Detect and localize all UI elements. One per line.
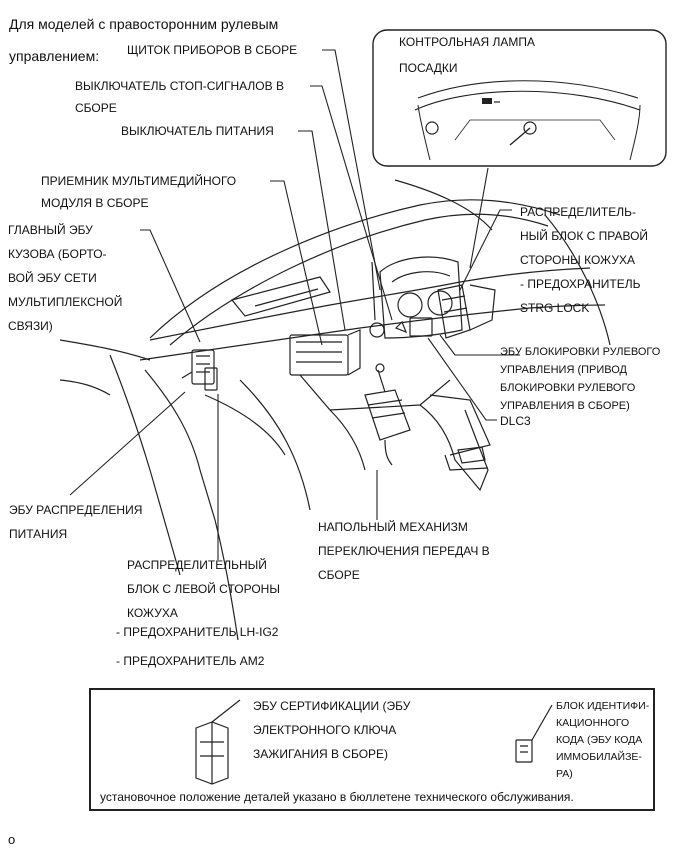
id-code-box-icon [515, 704, 553, 763]
title-line: управлением: [9, 48, 100, 64]
label-multimedia-receiver: ПРИЕМНИК МУЛЬТИМЕДИЙНОГО МОДУЛЯ В СБОРЕ [41, 170, 236, 214]
label-line: УПРАВЛЕНИЯ В СБОРЕ) [500, 400, 630, 412]
label-line: ЩИТОК ПРИБОРОВ В СБОРЕ [127, 43, 298, 57]
label-right-junction-block: РАСПРЕДЕЛИТЕЛЬ- НЫЙ БЛОК С ПРАВОЙ СТОРОН… [520, 200, 648, 320]
label-instrument-cluster: ЩИТОК ПРИБОРОВ В СБОРЕ [127, 39, 297, 61]
instrument-cluster-drawing [371, 256, 463, 339]
label-line: - ПРЕДОХРАНИТЕЛЬ LH-IG2 [116, 625, 279, 639]
label-steering-lock-ecu: ЭБУ БЛОКИРОВКИ РУЛЕВОГО УПРАВЛЕНИЯ (ПРИВ… [500, 343, 660, 415]
label-line: КУЗОВА (БОРТО- [8, 247, 107, 261]
label-line: - ПРЕДОХРАНИТЕЛЬ AM2 [116, 654, 265, 668]
label-fuse-am2: - ПРЕДОХРАНИТЕЛЬ AM2 [116, 650, 264, 672]
label-line: НАПОЛЬНЫЙ МЕХАНИЗМ [318, 520, 468, 534]
label-line: СБОРЕ [318, 568, 360, 582]
right-junction-drawing [394, 284, 496, 339]
label-line: ПОСАДКИ [399, 61, 458, 75]
label-line: ЭБУ СЕРТИФИКАЦИИ (ЭБУ [253, 699, 411, 713]
label-line: ПРИЕМНИК МУЛЬТИМЕДИЙНОГО [41, 174, 237, 188]
label-line: ВЫКЛЮЧАТЕЛЬ ПИТАНИЯ [121, 124, 274, 138]
label-line: КОЖУХА [127, 606, 178, 620]
indicator-balloon [372, 29, 667, 167]
label-line: БЛОКИРОВКИ РУЛЕВОГО [500, 382, 636, 394]
label-line: ВОЙ ЭБУ СЕТИ [8, 271, 97, 285]
label-line: ИММОБИЛАЙЗЕ- [556, 751, 642, 763]
label-line: ВЫКЛЮЧАТЕЛЬ СТОП-СИГНАЛОВ В [75, 79, 284, 93]
label-line: БЛОК С ЛЕВОЙ СТОРОНЫ [127, 582, 280, 596]
label-line: ЭБУ РАСПРЕДЕЛЕНИЯ [9, 503, 143, 517]
label-line: МОДУЛЯ В СБОРЕ [41, 196, 149, 210]
label-line: РА) [556, 768, 573, 780]
label-line: РАСПРЕДЕЛИТЕЛЬНЫЙ [127, 558, 267, 572]
label-dlc3: DLC3 [500, 410, 531, 432]
label-line: ГЛАВНЫЙ ЭБУ [8, 223, 93, 237]
label-line: o [8, 832, 16, 847]
footer-mark: o [8, 829, 15, 851]
label-line: ЭБУ БЛОКИРОВКИ РУЛЕВОГО [500, 346, 661, 358]
label-line: РАСПРЕДЕЛИТЕЛЬ- [520, 205, 636, 219]
label-line: УПРАВЛЕНИЯ (ПРИВОД [500, 364, 627, 376]
label-line: НЫЙ БЛОК С ПРАВОЙ [520, 229, 649, 243]
label-line: STRG LOCK [520, 301, 590, 315]
legend-note: установочное положение деталей указано в… [100, 786, 574, 808]
left-junction-drawing [181, 349, 218, 391]
label-line: КОНТРОЛЬНАЯ ЛАМПА [399, 35, 536, 49]
label-left-junction-block: РАСПРЕДЕЛИТЕЛЬНЫЙ БЛОК С ЛЕВОЙ СТОРОНЫ К… [127, 553, 280, 625]
cert-ecu-icon [195, 699, 241, 785]
legend-box [89, 688, 655, 811]
label-indicator-lamp: КОНТРОЛЬНАЯ ЛАМПА ПОСАДКИ [399, 29, 535, 81]
label-power-distribution-ecu: ЭБУ РАСПРЕДЕЛЕНИЯ ПИТАНИЯ [9, 498, 142, 546]
label-line: БЛОК ИДЕНТИФИ- [556, 700, 650, 712]
label-id-code-box: БЛОК ИДЕНТИФИ- КАЦИОННОГО КОДА (ЭБУ КОДА… [556, 698, 649, 783]
label-shift-lever: НАПОЛЬНЫЙ МЕХАНИЗМ ПЕРЕКЛЮЧЕНИЯ ПЕРЕДАЧ … [318, 515, 490, 587]
label-fuse-lh-ig2: - ПРЕДОХРАНИТЕЛЬ LH-IG2 [116, 621, 278, 643]
label-stop-switch: ВЫКЛЮЧАТЕЛЬ СТОП-СИГНАЛОВ В СБОРЕ [75, 75, 284, 119]
page-title: Для моделей с правосторонним рулевым упр… [9, 8, 278, 72]
title-line: Для моделей с правосторонним рулевым [9, 16, 279, 32]
label-line: установочное положение деталей указано в… [100, 790, 574, 804]
label-line: ПИТАНИЯ [9, 527, 68, 541]
center-console-drawing [289, 322, 491, 492]
label-certification-ecu: ЭБУ СЕРТИФИКАЦИИ (ЭБУ ЭЛЕКТРОННОГО КЛЮЧА… [253, 694, 410, 766]
label-line: ЭЛЕКТРОННОГО КЛЮЧА [253, 723, 397, 737]
label-line: СБОРЕ [75, 101, 117, 115]
label-main-body-ecu: ГЛАВНЫЙ ЭБУ КУЗОВА (БОРТО- ВОЙ ЭБУ СЕТИ … [8, 218, 122, 338]
label-line: КОДА (ЭБУ КОДА [556, 734, 643, 746]
label-line: МУЛЬТИПЛЕКСНОЙ [8, 295, 123, 309]
label-power-switch: ВЫКЛЮЧАТЕЛЬ ПИТАНИЯ [121, 120, 274, 142]
label-line: DLC3 [500, 414, 531, 428]
label-line: СВЯЗИ) [8, 319, 53, 333]
label-line: ПЕРЕКЛЮЧЕНИЯ ПЕРЕДАЧ В [318, 544, 490, 558]
label-line: КАЦИОННОГО [556, 717, 630, 729]
label-line: СТОРОНЫ КОЖУХА [520, 253, 635, 267]
windshield-outline [149, 179, 611, 346]
leader-lines [69, 49, 520, 560]
label-line: ЗАЖИГАНИЯ В СБОРЕ) [253, 747, 389, 761]
label-line: - ПРЕДОХРАНИТЕЛЬ [520, 277, 641, 291]
